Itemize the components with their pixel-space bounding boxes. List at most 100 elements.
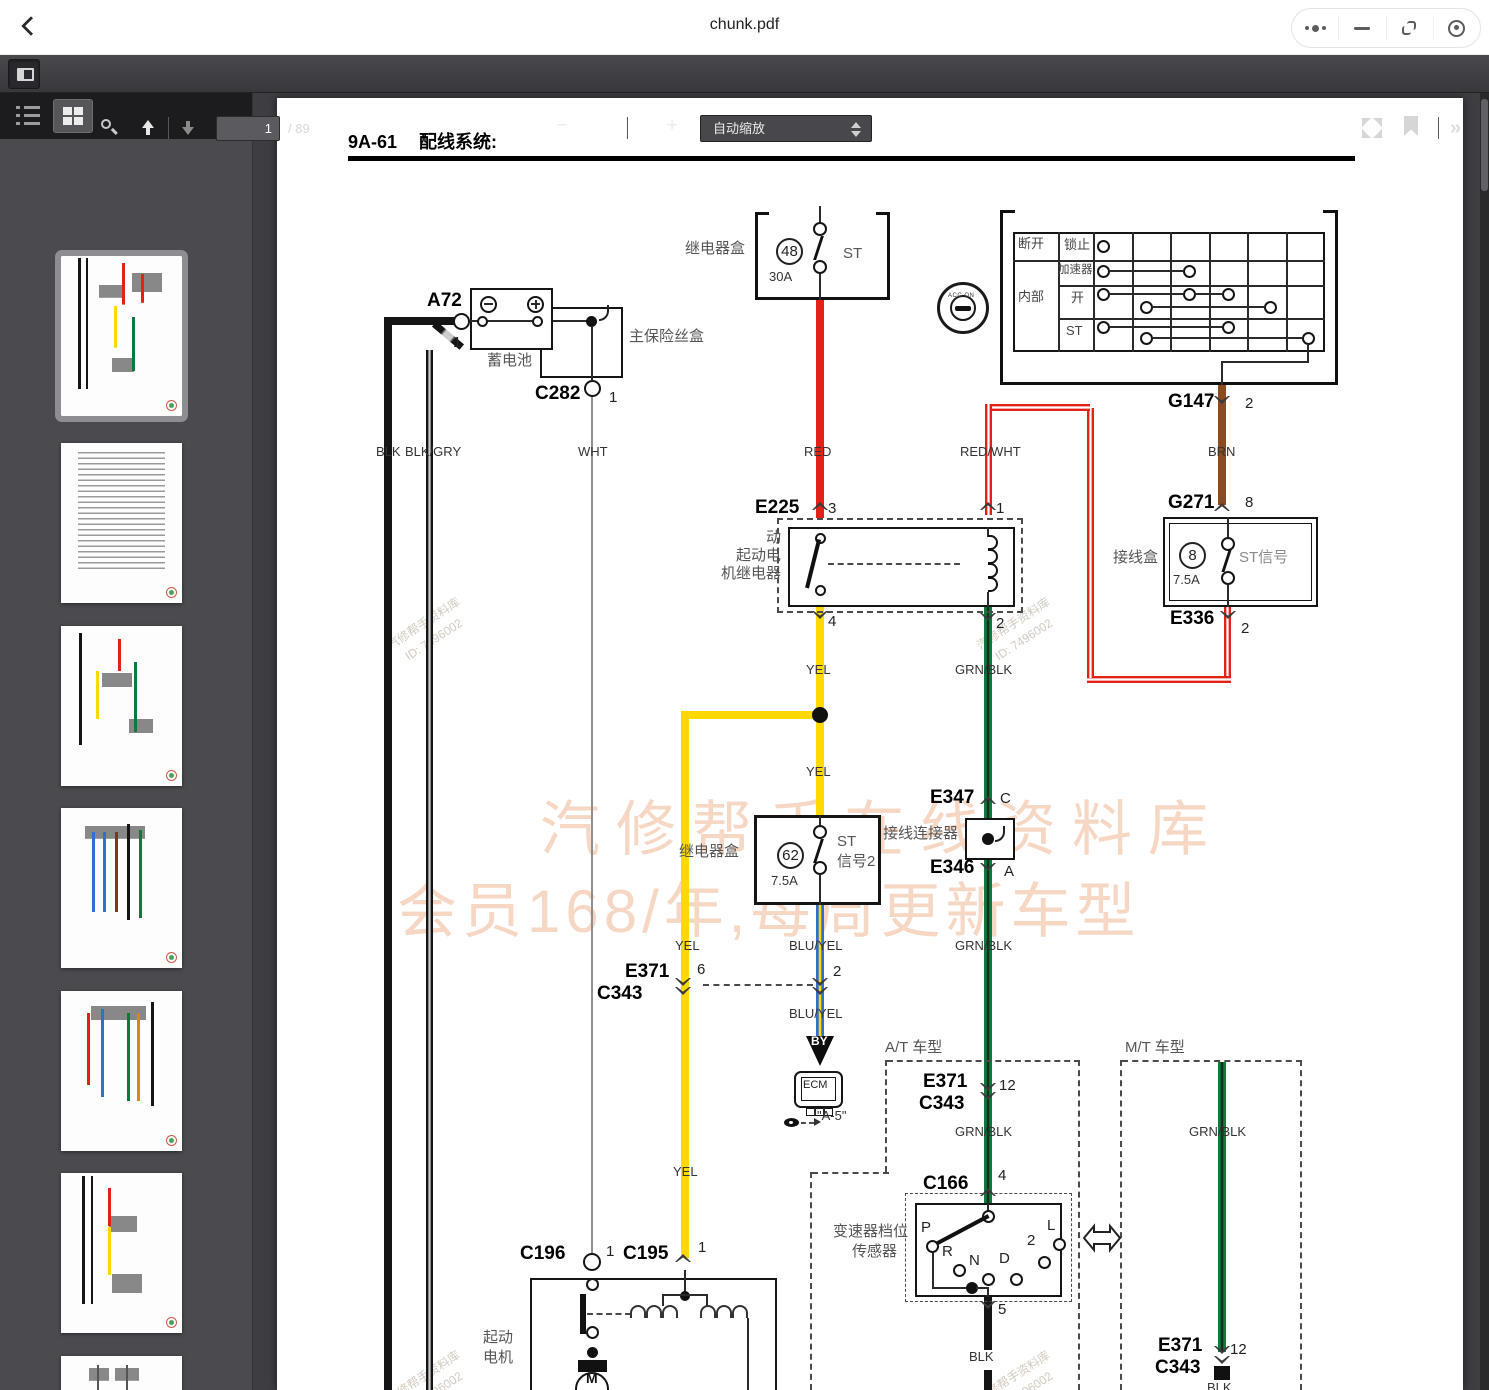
connection-line bbox=[467, 320, 537, 322]
connection-line bbox=[591, 326, 593, 380]
wire-red-wht bbox=[1087, 408, 1094, 678]
diagram-label: 2 bbox=[996, 615, 1005, 632]
page-number-input[interactable] bbox=[216, 116, 280, 141]
wire-blk bbox=[384, 317, 392, 1390]
diagram-label: E346 bbox=[930, 857, 975, 878]
page-thumbnail[interactable] bbox=[61, 626, 182, 786]
contact-line bbox=[1153, 306, 1264, 308]
diagram-label: 信号2 bbox=[837, 853, 876, 870]
scrollbar-track[interactable] bbox=[1480, 93, 1489, 1390]
sensor-line bbox=[976, 1287, 988, 1289]
contact bbox=[1097, 240, 1110, 253]
diagram-label: 开 bbox=[1071, 290, 1085, 305]
diagram-label: 7.5A bbox=[1173, 572, 1200, 587]
diagram-label: 锁止 bbox=[1064, 237, 1091, 252]
ignition-key-icon bbox=[937, 282, 989, 334]
diagram-label: E371 bbox=[625, 961, 670, 982]
pdf-toolbar: / 89 − + 自动缩放 » bbox=[0, 55, 1489, 142]
wire-yel bbox=[681, 711, 820, 719]
zoom-select[interactable]: 自动缩放 bbox=[700, 115, 872, 142]
wire-wht bbox=[591, 396, 593, 1253]
diagram-label: 配线系统: bbox=[419, 132, 497, 152]
search-icon[interactable] bbox=[101, 119, 118, 135]
page-thumbnail[interactable] bbox=[61, 991, 182, 1151]
seal-stamp-icon bbox=[166, 1135, 177, 1146]
contact-n bbox=[982, 1273, 995, 1286]
ecm-connector-tick bbox=[823, 1108, 825, 1116]
seal-stamp-icon bbox=[166, 952, 177, 963]
thumbnail-view-button[interactable] bbox=[53, 99, 93, 133]
diagram-label: 1 bbox=[606, 1243, 615, 1260]
table-line bbox=[1058, 318, 1325, 320]
page-thumbnail[interactable] bbox=[61, 808, 182, 968]
relay-contact bbox=[815, 533, 826, 544]
toggle-sidebar-button[interactable] bbox=[8, 59, 40, 89]
diagram-label: WHT bbox=[578, 444, 608, 459]
more-tools-button[interactable]: » bbox=[1450, 117, 1461, 139]
starter-motor-box bbox=[530, 1278, 777, 1390]
minus-sign bbox=[484, 303, 493, 305]
ignition-box-edge bbox=[1000, 210, 1003, 385]
wire-blk bbox=[388, 317, 458, 325]
diagram-label: 12 bbox=[1230, 1341, 1247, 1358]
ecm-connector-tick bbox=[814, 1108, 816, 1116]
scrollbar-thumb[interactable] bbox=[1481, 99, 1488, 191]
diagram-label: GRN/BLK bbox=[955, 662, 1013, 677]
restore-button[interactable] bbox=[1387, 16, 1434, 40]
fuse-end bbox=[1221, 571, 1235, 585]
page-thumbnail[interactable] bbox=[61, 443, 182, 603]
diagram-label: 接线连接器 bbox=[883, 825, 959, 842]
ignition-box-edge bbox=[1000, 382, 1338, 385]
by-arrow bbox=[806, 1036, 834, 1066]
outline-view-icon[interactable] bbox=[16, 105, 40, 127]
diagram-label: BLU/YEL bbox=[789, 938, 843, 953]
toolbar-divider bbox=[168, 117, 169, 139]
diagram-label: 30A bbox=[769, 269, 793, 284]
more-options-button[interactable] bbox=[1292, 16, 1340, 40]
page-thumbnail[interactable] bbox=[61, 1356, 182, 1390]
relay-box-edge bbox=[755, 212, 758, 300]
wire-red-wht bbox=[1087, 676, 1231, 683]
minimize-button[interactable] bbox=[1339, 16, 1387, 40]
relay-box-edge bbox=[755, 297, 890, 300]
relay-dashed-link bbox=[828, 563, 960, 565]
minimize-icon bbox=[1354, 26, 1371, 30]
next-page-icon[interactable] bbox=[182, 121, 194, 135]
diagram-label: "A-5" bbox=[817, 1108, 847, 1123]
diagram-label: YEL bbox=[806, 662, 831, 677]
contact bbox=[1140, 301, 1153, 314]
record-button[interactable] bbox=[1434, 16, 1480, 40]
browser-titlebar: chunk.pdf bbox=[0, 0, 1489, 55]
zoom-out-button[interactable]: − bbox=[556, 115, 568, 136]
table-line bbox=[1093, 232, 1095, 352]
pivot-lead bbox=[987, 1203, 989, 1212]
wire-yel bbox=[816, 715, 824, 815]
ecm-inner-box bbox=[801, 1077, 836, 1101]
wire-yel bbox=[681, 711, 689, 1258]
wire-brn bbox=[1218, 385, 1226, 505]
key-slot bbox=[955, 306, 971, 311]
motor-line bbox=[706, 1294, 708, 1306]
diagram-label: C195 bbox=[623, 1243, 669, 1264]
diagram-label: C bbox=[1000, 790, 1011, 807]
diagram-label: GRN/BLK bbox=[1189, 1124, 1247, 1139]
zoom-in-button[interactable]: + bbox=[666, 115, 678, 136]
presentation-mode-icon[interactable] bbox=[1362, 118, 1382, 138]
restore-icon bbox=[1402, 20, 1417, 36]
exit-line bbox=[1221, 361, 1223, 385]
connector-dashed-link bbox=[703, 984, 813, 986]
wire-yel bbox=[816, 607, 824, 717]
diagram-label: 变速器档位 bbox=[833, 1223, 909, 1240]
table-line bbox=[1132, 232, 1134, 352]
diagram-label: 7.5A bbox=[771, 873, 798, 888]
page-thumbnail[interactable] bbox=[55, 250, 188, 422]
page-thumbnail[interactable] bbox=[61, 1173, 182, 1333]
coil-lead bbox=[987, 592, 989, 607]
bookmark-icon[interactable] bbox=[1404, 116, 1418, 136]
page-count-label: / 89 bbox=[288, 121, 310, 136]
contact bbox=[1183, 288, 1196, 301]
diagram-label: RED bbox=[804, 444, 832, 459]
previous-page-icon[interactable] bbox=[142, 120, 154, 135]
motor-contact bbox=[586, 1278, 599, 1291]
